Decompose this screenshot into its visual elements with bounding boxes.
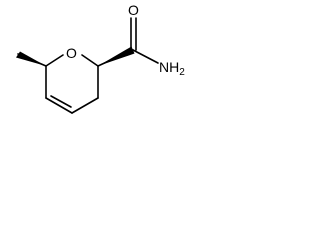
amine-label: NH2 (159, 59, 185, 78)
amine-text: NH (159, 59, 179, 75)
wedge-c6-methyl (16, 51, 46, 66)
ring-oxygen-label: O (66, 45, 77, 61)
bond-o1-c2 (81, 54, 99, 67)
bond-amide-c-n (132, 49, 159, 64)
bonds (17, 17, 159, 114)
carbonyl-oxygen-label: O (128, 2, 139, 18)
bond-c6-o1 (45, 54, 64, 67)
wedge-bonds (16, 46, 135, 66)
bond-c4-c5 (45, 97, 73, 114)
bond-c3-c4 (71, 97, 99, 114)
wedge-c2-amide (98, 46, 135, 66)
chemical-structure: O O NH2 (16, 2, 185, 114)
amine-subscript: 2 (179, 67, 185, 78)
bond-c4-c5-inner (50, 95, 72, 108)
